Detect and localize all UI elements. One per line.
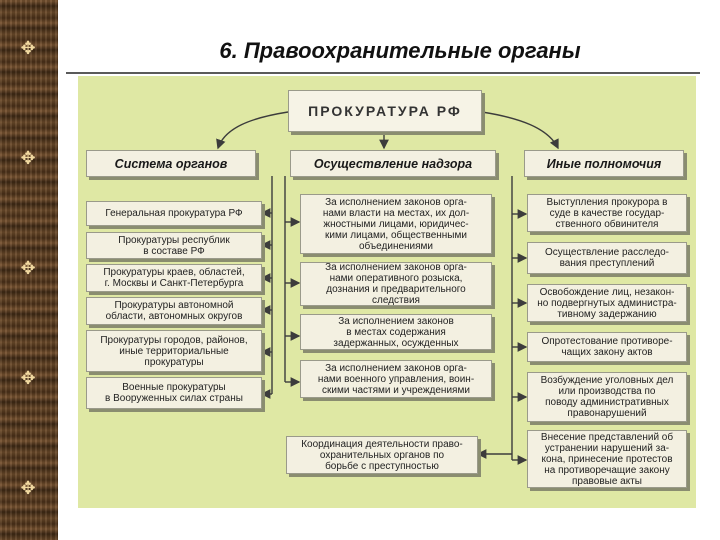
header-middle: Осуществление надзора [290,150,496,177]
left-item: Прокуратуры автономной области, автономн… [86,297,262,325]
left-item: Прокуратуры республик в составе РФ [86,232,262,259]
left-item: Генеральная прокуратура РФ [86,201,262,226]
right-item: Возбуждение уголовных дел или производст… [527,372,687,422]
header-left: Система органов [86,150,256,177]
root-node: ПРОКУРАТУРА РФ [288,90,482,132]
decorative-border [0,0,58,540]
right-item: Освобождение лиц, незакон- но подвергнут… [527,284,687,322]
ornament-icon: ✥ [20,258,36,279]
ornament-icon: ✥ [20,368,36,389]
right-item: Осуществление расследо- вания преступлен… [527,242,687,274]
right-item: Выступления прокурора в суде в качестве … [527,194,687,232]
middle-item: За исполнением законов орга- нами власти… [300,194,492,254]
left-item: Прокуратуры краев, областей, г. Москвы и… [86,264,262,292]
ornament-icon: ✥ [20,148,36,169]
title-divider [66,72,700,74]
coordination-box: Координация деятельности право- охраните… [286,436,478,474]
middle-item: За исполнением законов орга- нами операт… [300,262,492,306]
left-item: Военные прокуратуры в Вооруженных силах … [86,377,262,409]
ornament-icon: ✥ [20,478,36,499]
ornament-icon: ✥ [20,38,36,59]
right-item: Внесение представлений об устранении нар… [527,430,687,488]
left-item: Прокуратуры городов, районов, иные терри… [86,330,262,372]
right-item: Опротестование противоре- чащих закону а… [527,332,687,362]
middle-item: За исполнением законов орга- нами военно… [300,360,492,398]
slide-title: 6. Правоохранительные органы [219,38,581,63]
header-right: Иные полномочия [524,150,684,177]
middle-item: За исполнением законов в местах содержан… [300,314,492,350]
